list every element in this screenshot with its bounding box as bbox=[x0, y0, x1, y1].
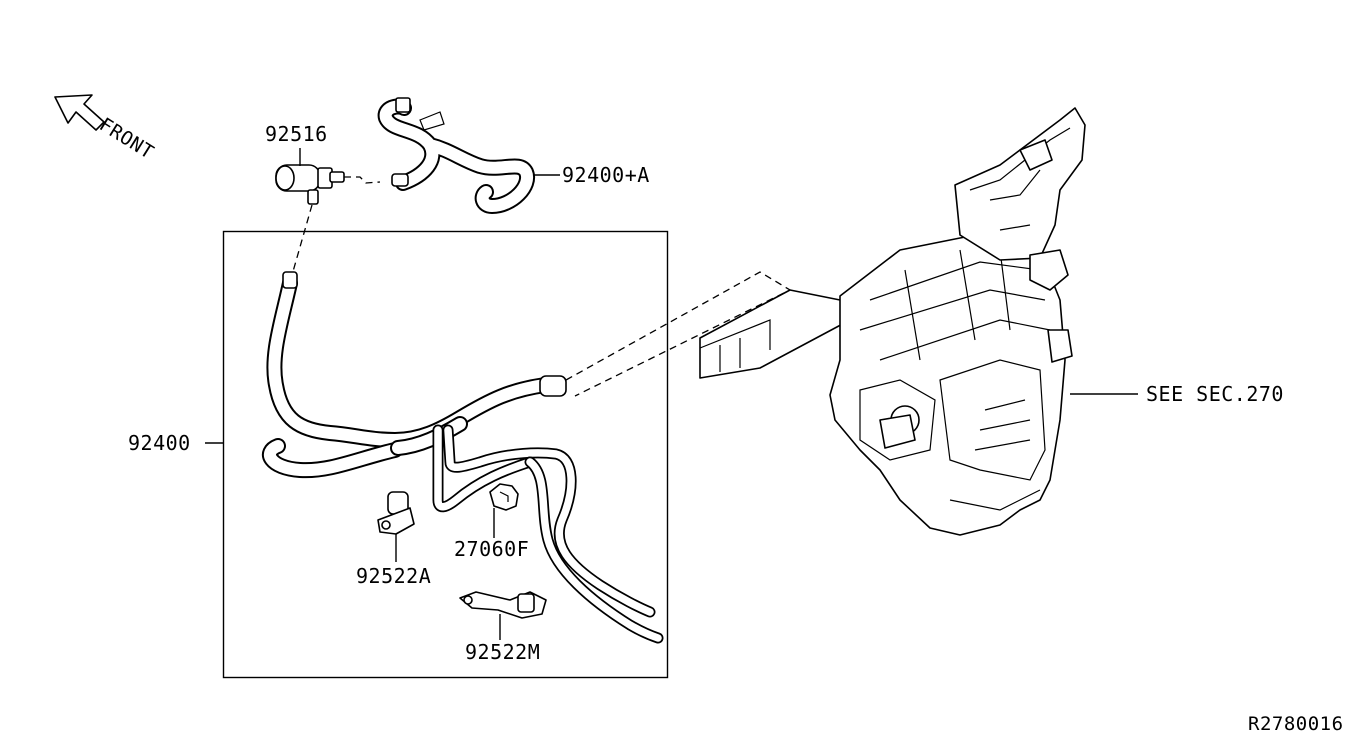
kit-frame bbox=[222, 230, 669, 679]
callout-92522a: 92522A bbox=[356, 564, 431, 588]
callout-92516: 92516 bbox=[265, 122, 328, 146]
callout-92400a: 92400+A bbox=[562, 163, 650, 187]
hose-92400 bbox=[262, 271, 792, 644]
callout-27060f: 27060F bbox=[454, 537, 529, 561]
reference-code: R2780016 bbox=[1248, 713, 1344, 735]
drain-valve-92516 bbox=[275, 164, 381, 276]
clamp-92522a bbox=[377, 491, 415, 535]
clamp-92522m bbox=[459, 591, 547, 619]
front-label: FRONT bbox=[95, 114, 157, 164]
clip-27060f bbox=[489, 483, 519, 511]
heater-unit bbox=[699, 107, 1086, 536]
hose-92400a bbox=[377, 97, 535, 214]
callout-92400: 92400 bbox=[128, 431, 191, 455]
front-arrow-icon bbox=[54, 94, 105, 131]
callout-see-sec: SEE SEC.270 bbox=[1146, 382, 1284, 406]
callout-92522m: 92522M bbox=[465, 640, 540, 664]
